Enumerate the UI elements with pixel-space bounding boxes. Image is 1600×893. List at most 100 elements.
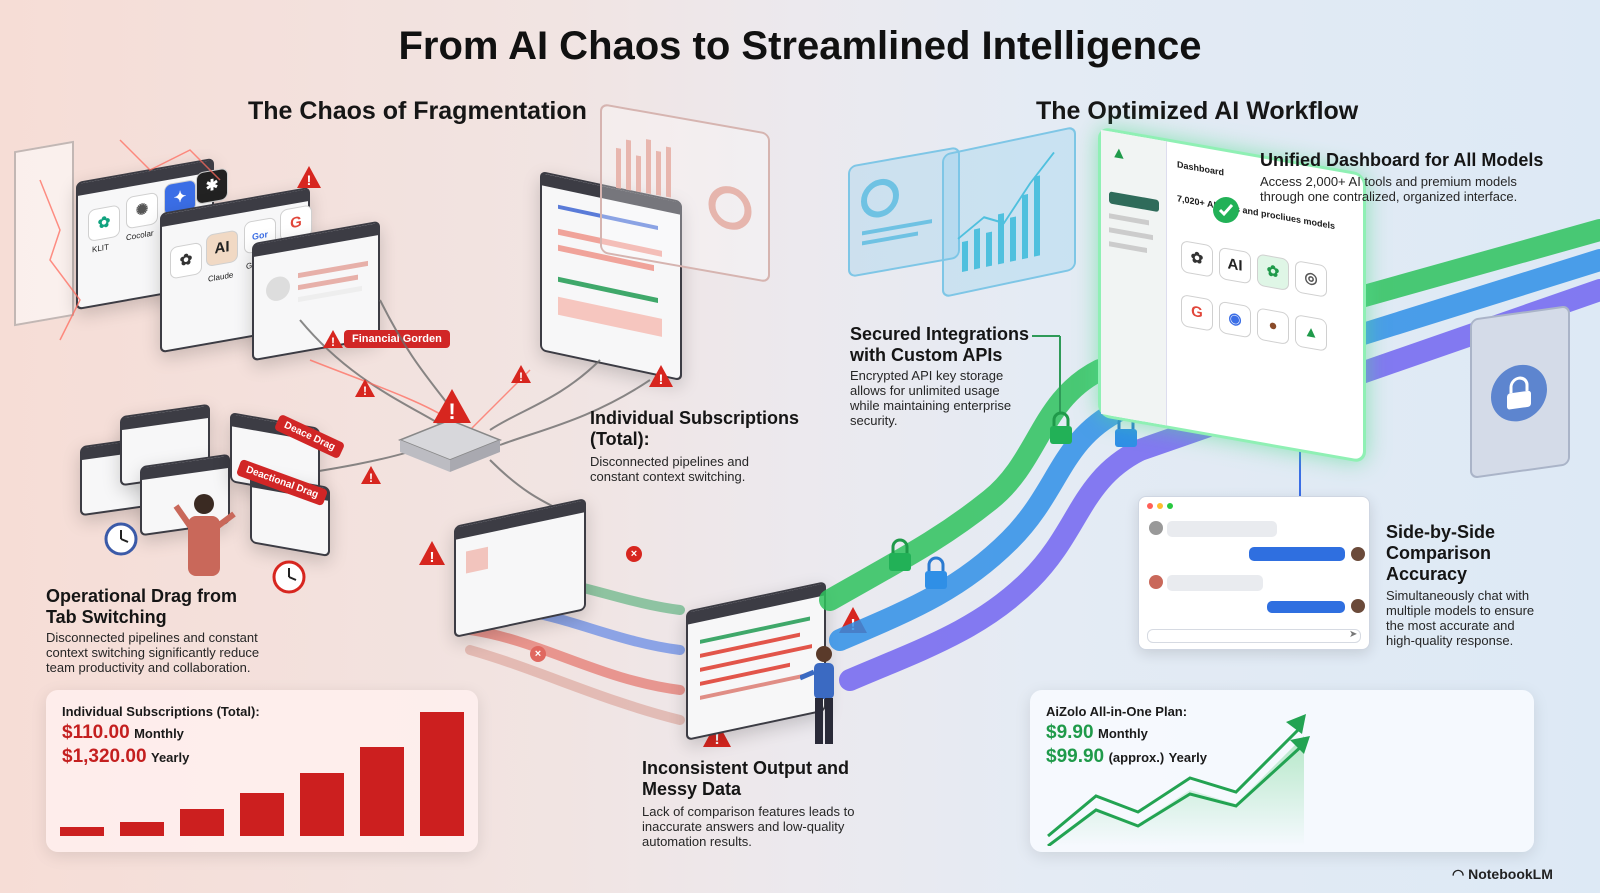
monthly-amount: $110.00 bbox=[62, 722, 130, 743]
cost-bar bbox=[420, 712, 464, 836]
individual-subs-heading: Individual Subscriptions (Total): bbox=[590, 408, 800, 449]
operational-drag-desc: Disconnected pipelines and constant cont… bbox=[46, 630, 260, 675]
chat-input[interactable] bbox=[1147, 629, 1361, 643]
ghost-gauge-icon bbox=[861, 178, 932, 246]
clock-icon bbox=[104, 522, 138, 556]
openai-tile-icon[interactable]: ✿ bbox=[1181, 240, 1213, 278]
sidebar-item[interactable] bbox=[1109, 213, 1149, 226]
inconsistent-heading: Inconsistent Output and Messy Data bbox=[642, 758, 849, 799]
unified-heading: Unified Dashboard for All Models bbox=[1260, 150, 1544, 170]
dashboard-title: Dashboard bbox=[1177, 159, 1225, 178]
yearly-amount: $1,320.00 bbox=[62, 746, 147, 767]
inconsistent-desc: Lack of comparison features leads to ina… bbox=[642, 804, 855, 849]
model-avatar bbox=[1149, 575, 1163, 589]
plan-yearly-amount: $99.90 bbox=[1046, 746, 1105, 767]
window-close-dot[interactable] bbox=[1147, 503, 1153, 509]
lock-icon bbox=[1050, 411, 1072, 444]
ghost-bar-chart-icon bbox=[957, 151, 1055, 272]
plan-monthly-amount: $9.90 bbox=[1046, 722, 1094, 743]
lock-icon bbox=[925, 556, 947, 589]
cost-bar bbox=[60, 827, 104, 836]
ghost-chart-icon bbox=[616, 139, 752, 230]
check-icon bbox=[1213, 197, 1239, 223]
ghost-analytics-panel bbox=[942, 125, 1076, 299]
comparison-chat-window: ➤ bbox=[1138, 496, 1370, 650]
cost-bar bbox=[240, 793, 284, 836]
dashboard-sidebar: ▲ bbox=[1101, 129, 1167, 426]
warning-icon: ! bbox=[511, 365, 531, 384]
cost-bar-graphic bbox=[60, 712, 464, 838]
svg-text:!: ! bbox=[430, 549, 435, 566]
chat-bubble-model bbox=[1167, 521, 1277, 537]
model-tile-icon[interactable]: ◎ bbox=[1295, 260, 1327, 298]
svg-text:!: ! bbox=[519, 370, 523, 384]
cost-bar bbox=[120, 822, 164, 836]
user-avatar bbox=[1351, 547, 1365, 561]
clock-icon bbox=[272, 560, 306, 594]
error-icon: × bbox=[530, 646, 546, 662]
notebooklm-logo-icon: ◠ bbox=[1452, 866, 1465, 882]
plan-card: AiZolo All-in-One Plan: $9.90 Monthly $9… bbox=[1030, 690, 1534, 852]
plan-monthly: $9.90 Monthly bbox=[1046, 722, 1148, 744]
ghost-analytics-panel bbox=[848, 146, 960, 278]
central-warning-icon: ! bbox=[433, 389, 471, 424]
person-figure bbox=[800, 646, 834, 744]
cost-bar bbox=[300, 773, 344, 836]
cost-bar bbox=[180, 809, 224, 836]
cost-bar bbox=[360, 747, 404, 836]
plan-card-label: AiZolo All-in-One Plan: bbox=[1046, 704, 1188, 719]
model-tile-icon[interactable]: ▲ bbox=[1295, 314, 1327, 352]
model-tile-icon[interactable]: ◉ bbox=[1219, 300, 1251, 339]
warning-icon: ! bbox=[361, 466, 381, 485]
ghost-chart-panel bbox=[600, 103, 770, 283]
svg-text:!: ! bbox=[331, 335, 335, 349]
google-tile-icon[interactable]: G bbox=[1181, 294, 1213, 332]
model-tile-icon[interactable]: ● bbox=[1257, 307, 1289, 346]
svg-text:!: ! bbox=[448, 399, 455, 424]
monthly-cost: $110.00 Monthly bbox=[62, 722, 184, 744]
individual-subs-desc: Disconnected pipelines and constant cont… bbox=[590, 454, 749, 484]
side-by-side-heading: Side-by-Side Comparison Accuracy bbox=[1386, 522, 1496, 584]
vault-panel bbox=[1470, 304, 1570, 480]
chat-bubble-user bbox=[1249, 547, 1345, 561]
svg-text:!: ! bbox=[363, 384, 367, 398]
unified-desc: Access 2,000+ AI tools and premium model… bbox=[1260, 174, 1518, 204]
error-icon: × bbox=[626, 546, 642, 562]
model-avatar bbox=[1149, 521, 1163, 535]
plan-yearly-note: (approx.) bbox=[1108, 750, 1165, 765]
right-section-title: The Optimized AI Workflow bbox=[1036, 97, 1359, 125]
page-title: From AI Chaos to Streamlined Intelligenc… bbox=[398, 24, 1202, 68]
sidebar-item-active[interactable] bbox=[1109, 191, 1159, 213]
side-by-side-desc: Simultaneously chat with multiple models… bbox=[1386, 588, 1535, 648]
model-tile-icon[interactable]: ✿ bbox=[1257, 253, 1289, 292]
window-minimize-dot[interactable] bbox=[1157, 503, 1163, 509]
window-maximize-dot[interactable] bbox=[1167, 503, 1173, 509]
plan-monthly-label: Monthly bbox=[1098, 726, 1148, 741]
lock-icon bbox=[889, 538, 911, 571]
footer-brand-text: NotebookLM bbox=[1468, 866, 1553, 882]
secured-desc: Encrypted API key storage allows for unl… bbox=[850, 368, 1012, 428]
chat-bubble-user bbox=[1267, 601, 1345, 613]
svg-text:!: ! bbox=[659, 371, 664, 387]
secured-heading: Secured Integrations with Custom APIs bbox=[850, 324, 1030, 365]
svg-text:!: ! bbox=[369, 471, 373, 485]
sidebar-item[interactable] bbox=[1109, 241, 1147, 254]
yearly-cost: $1,320.00 Yearly bbox=[62, 746, 189, 768]
stressed-person-figure bbox=[173, 494, 236, 576]
monthly-label: Monthly bbox=[134, 726, 184, 741]
app-logo-icon: ▲ bbox=[1111, 143, 1127, 164]
financial-callout-label: Financial Gorden bbox=[344, 330, 450, 348]
growth-arrow-graphic bbox=[1047, 714, 1310, 846]
operational-drag-heading: Operational Drag from Tab Switching bbox=[46, 586, 238, 627]
sidebar-item[interactable] bbox=[1109, 227, 1153, 241]
warning-icon: ! bbox=[323, 330, 343, 349]
anthropic-tile-icon[interactable]: AI bbox=[1219, 246, 1251, 285]
warning-icon: ! bbox=[297, 166, 321, 188]
svg-text:!: ! bbox=[307, 172, 312, 188]
plan-yearly-label: Yearly bbox=[1168, 750, 1207, 765]
chaos-wires bbox=[39, 139, 685, 725]
cost-card: Individual Subscriptions (Total): $110.0… bbox=[46, 690, 478, 852]
svg-text:!: ! bbox=[714, 731, 719, 748]
chat-bubble-model bbox=[1167, 575, 1263, 591]
send-icon[interactable]: ➤ bbox=[1349, 629, 1358, 640]
